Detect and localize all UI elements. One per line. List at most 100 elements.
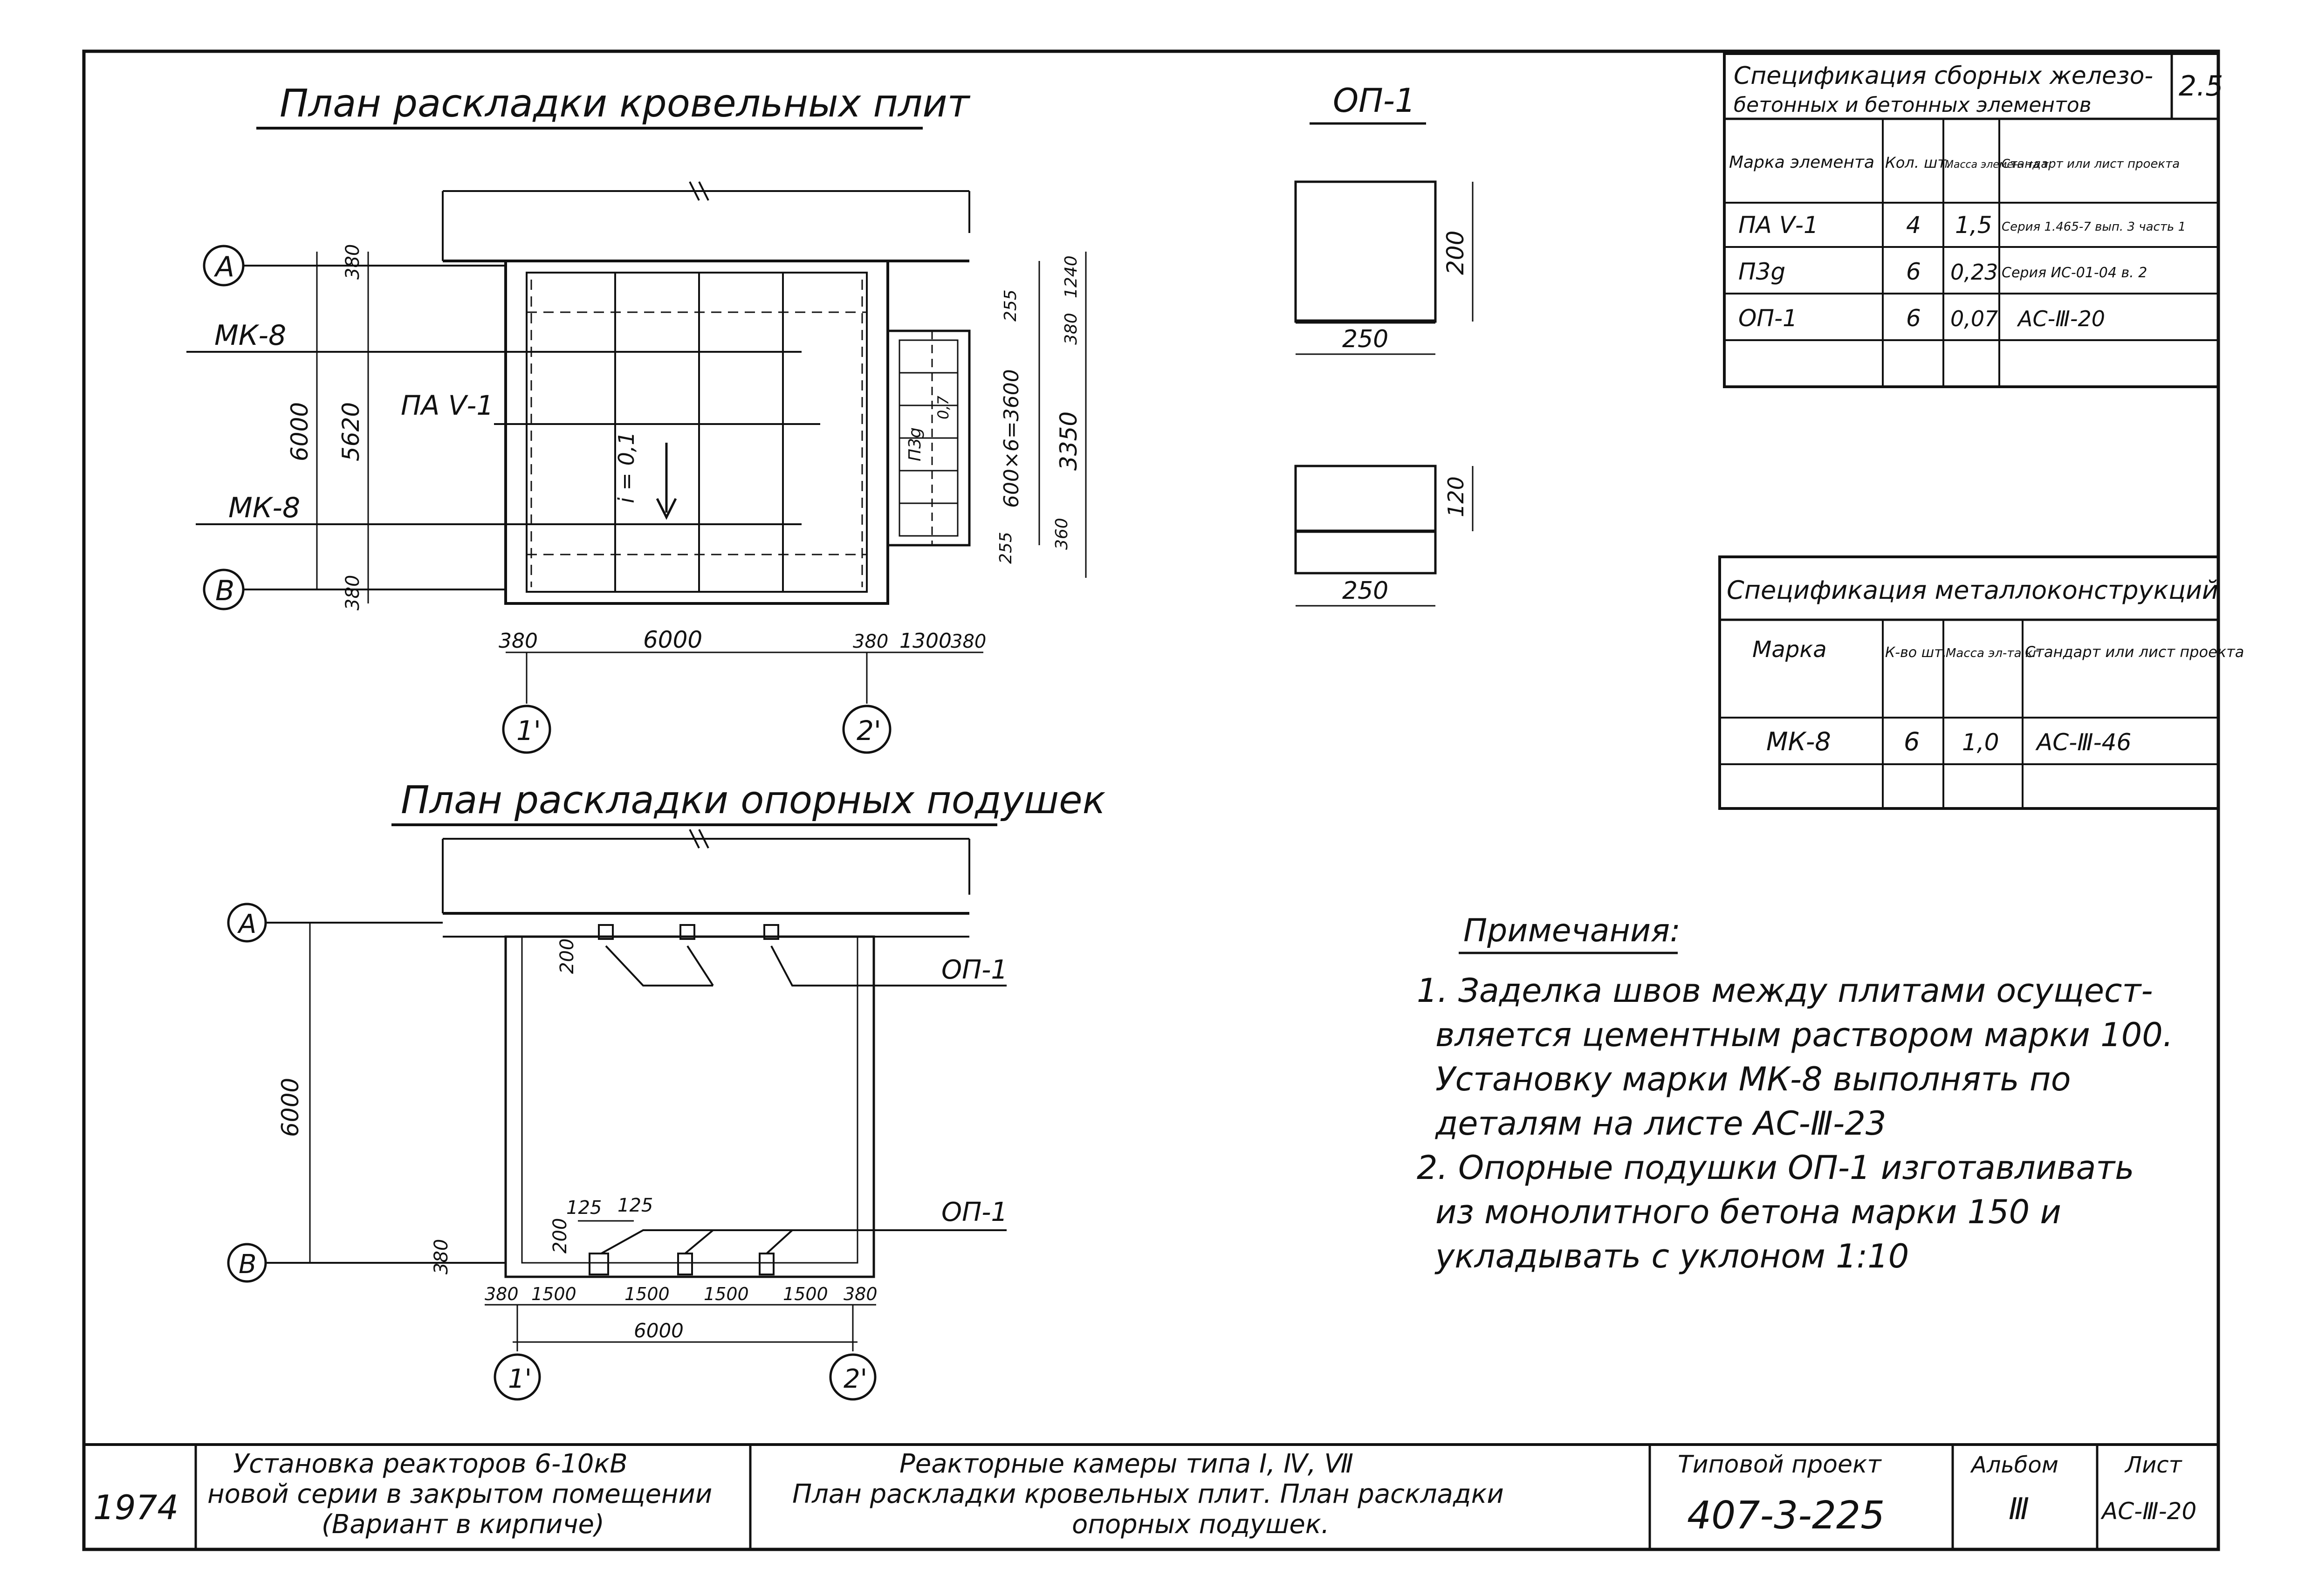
notes-line-7: укладывать с уклоном 1:10: [1434, 1237, 1909, 1275]
title-sheet-line1: Реакторные камеры типа Ⅰ, Ⅳ, Ⅶ: [899, 1449, 1353, 1479]
spec1-row0-standard: Серия 1.465-7 вып. 3 часть 1: [2002, 220, 2186, 234]
pads-bottom-dim-5: 380: [844, 1284, 878, 1304]
op1-top-leader-label: ОП-1: [941, 955, 1008, 985]
spec2-row0-standard: АС-Ⅲ-46: [2035, 729, 2131, 756]
spec1-header-standard: Стандарт или лист проекта: [2002, 157, 2180, 171]
spec2-row0-mass: 1,0: [1962, 729, 1999, 756]
spec1-row1-standard: Серия ИС-01-04 в. 2: [2002, 265, 2147, 281]
spec1-row0-mass: 1,5: [1955, 212, 1992, 239]
pa-slab-label: ПА Ⅴ-1: [401, 390, 494, 421]
title-album-label: Альбом: [1970, 1452, 2058, 1478]
spec-concrete-table: Спецификация сборных железо- бетонных и …: [1723, 52, 2223, 388]
title-project-no: 407-3-225: [1687, 1493, 1885, 1538]
spec2-header-mark: Марка: [1752, 637, 1827, 663]
pads-axis-2-label: 2': [844, 1364, 867, 1394]
dim-380-top: 380: [342, 244, 364, 280]
dim-600x6: 600×6=3600: [1000, 369, 1023, 508]
spec1-row2-qty: 6: [1906, 305, 1921, 332]
mk8-top-label: МК-8: [214, 319, 286, 352]
op1-top-width: 250: [1342, 325, 1388, 353]
notes-title: Примечания:: [1463, 912, 1681, 949]
spec1-header-mass: Масса элемен- та т: [1945, 159, 2049, 171]
op1-bottom-height: 120: [1443, 476, 1468, 517]
spec2-title: Спецификация металлоконструкций: [1727, 575, 2218, 605]
axis-2-label: 2': [857, 715, 881, 747]
spec1-header-qty: Кол. шт.: [1885, 154, 1951, 171]
dim-380-b: 380: [853, 631, 888, 652]
title-album-no: Ⅲ: [2009, 1492, 2029, 1527]
pads-plan-title: План раскладки опорных подушек: [401, 778, 1105, 822]
pads-dim-6000-bottom: 6000: [634, 1319, 684, 1342]
axis-b-label: В: [215, 575, 234, 607]
axis-a-label: А: [213, 251, 234, 283]
op1-detail: ОП-1 250 200 250 120: [1294, 82, 1474, 607]
dim-6000-bottom: 6000: [643, 626, 702, 653]
dim-380-bottom: 380: [342, 575, 364, 610]
title-sheet-label: Лист: [2124, 1452, 2183, 1478]
dim-6000-left: 6000: [286, 402, 313, 461]
op1-bottom-width: 250: [1342, 577, 1388, 605]
notes-line-5: 2. Опорные подушки ОП-1 изготавливать: [1417, 1149, 2134, 1187]
pads-axis-a-label: А: [237, 909, 256, 939]
pads-axis-1-label: 1': [508, 1364, 532, 1394]
pads-bottom-dim-1: 1500: [531, 1284, 576, 1304]
op1-bottom-leader-label: ОП-1: [941, 1197, 1008, 1227]
spec1-row2-standard: АС-Ⅲ-20: [2017, 306, 2105, 331]
pads-bottom-dim-4: 1500: [783, 1284, 828, 1304]
p3g-label: П3g: [906, 427, 925, 461]
spec1-row1-qty: 6: [1906, 258, 1921, 285]
spec2-header-mass: Масса эл-та кг: [1946, 646, 2039, 660]
roof-plan-title: План раскладки кровельных плит: [280, 82, 971, 126]
spec2-row0-mark: МК-8: [1766, 727, 1831, 756]
pads-dim-125-b: 125: [617, 1195, 653, 1216]
spec1-row2-mass: 0,07: [1950, 306, 1998, 331]
pads-dim-200-bottom: 200: [549, 1218, 571, 1254]
slope-label: i = 0,1: [614, 432, 639, 503]
mk8-bottom-label: МК-8: [228, 492, 300, 524]
spec1-page-no: 2.5: [2179, 70, 2223, 103]
pads-dim-380-left: 380: [431, 1239, 452, 1274]
dim-380-right-top: 380: [1062, 313, 1081, 345]
roof-slab-plan: План раскладки кровельных плит МК-8 МК-8…: [186, 82, 1087, 754]
dim-255-top: 255: [1001, 289, 1020, 322]
title-sheet-line2: План раскладки кровельных плит. План рас…: [792, 1479, 1504, 1509]
spec1-title-line1: Спецификация сборных железо-: [1734, 62, 2153, 90]
pads-bottom-dim-0: 380: [485, 1284, 519, 1304]
dim-380-a: 380: [499, 629, 538, 653]
spec2-header-qty: К-во шт.: [1885, 644, 1947, 661]
title-sheet-no: АС-Ⅲ-20: [2100, 1498, 2196, 1525]
notes-line-3: Установку марки МК-8 выполнять по: [1435, 1060, 2071, 1098]
notes-line-4: деталям на листе АС-Ⅲ-23: [1435, 1104, 1886, 1143]
spec1-row0-qty: 4: [1906, 212, 1921, 239]
spec1-row0-mark: ПА Ⅴ-1: [1738, 212, 1818, 239]
notes-line-1: 1. Заделка швов между плитами осущест-: [1417, 972, 2153, 1010]
pads-dim-6000: 6000: [277, 1078, 304, 1137]
pads-dim-125-a: 125: [566, 1197, 602, 1219]
notes: Примечания: 1. Заделка швов между плитам…: [1417, 912, 2173, 1275]
title-desc-line2: новой серии в закрытом помещении: [207, 1479, 712, 1509]
spec2-header-standard: Стандарт или лист проекта: [2025, 643, 2244, 661]
dim-3350: 3350: [1055, 411, 1082, 471]
spec2-row0-qty: 6: [1904, 727, 1920, 756]
spec1-title-line2: бетонных и бетонных элементов: [1734, 93, 2092, 117]
support-pad-plan: План раскладки опорных подушек ОП-1 ОП-1…: [227, 778, 1105, 1401]
title-sheet-line3: опорных подушек.: [1072, 1509, 1330, 1540]
axis-1-label: 1': [516, 715, 541, 747]
op1-top-height: 200: [1442, 231, 1469, 275]
dim-380-c: 380: [951, 631, 986, 652]
op1-title: ОП-1: [1333, 82, 1416, 120]
pads-bottom-dim-2: 1500: [624, 1284, 670, 1304]
pads-axis-b-label: В: [239, 1249, 256, 1280]
title-block: 1974 Установка реакторов 6-10кВ новой се…: [93, 1445, 2196, 1549]
dim-5620: 5620: [337, 402, 364, 461]
title-year: 1974: [93, 1488, 178, 1527]
spec1-header-mark: Марка элемента: [1729, 153, 1874, 172]
dim-1300: 1300: [899, 629, 952, 653]
spec1-row1-mark: П3g: [1738, 258, 1785, 285]
notes-line-6: из монолитного бетона марки 150 и: [1435, 1193, 2061, 1231]
dim-360: 360: [1052, 518, 1071, 550]
title-project-label: Типовой проект: [1678, 1451, 1882, 1479]
spec1-row2-mark: ОП-1: [1738, 305, 1797, 332]
spec1-row1-mass: 0,23: [1950, 260, 1998, 285]
spec-metal-table: Спецификация металлоконструкций Марка К-…: [1718, 555, 2244, 810]
